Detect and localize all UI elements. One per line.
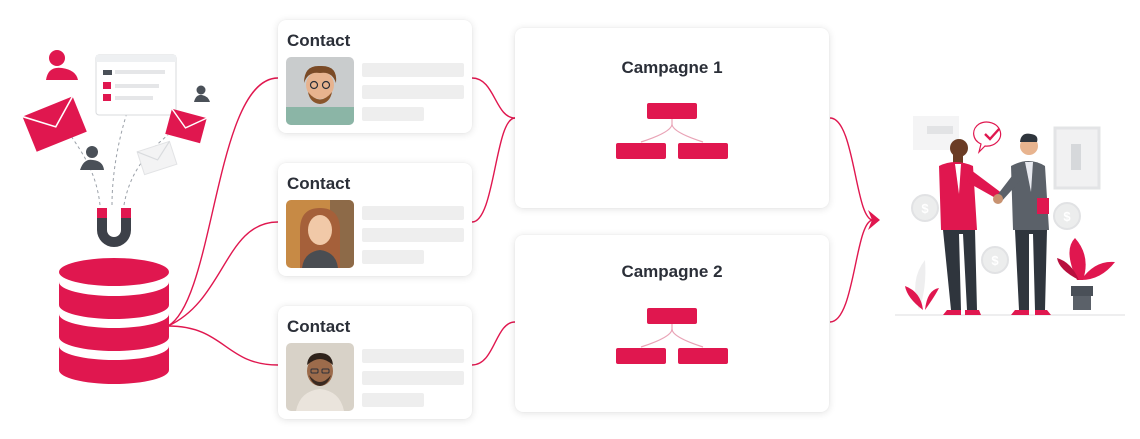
email-icon <box>136 140 178 176</box>
placeholder-bar <box>362 371 464 385</box>
contact-card-3: Contact <box>278 306 472 419</box>
workflow-tree-icon <box>616 308 728 364</box>
lead-capture-illustration <box>22 50 210 384</box>
wire-db-contact-2 <box>167 221 279 327</box>
placeholder-bar <box>362 107 424 121</box>
wire-campagne-1-success <box>829 117 874 221</box>
user-icon <box>80 146 104 170</box>
placeholder-bar <box>362 228 464 242</box>
placeholder-bar <box>362 85 464 99</box>
svg-text:$: $ <box>991 253 999 268</box>
checkmark-icon <box>973 121 1002 154</box>
workflow-tree-icon <box>616 103 728 159</box>
contact-photo <box>286 57 354 125</box>
user-icon <box>46 50 78 80</box>
wire-contact-1-campagne-1 <box>471 77 516 119</box>
campagne-card-1: Campagne 1 <box>515 28 829 208</box>
businessperson-left <box>939 139 1003 315</box>
wire-campagne-2-success <box>829 219 874 323</box>
email-icon <box>22 95 87 152</box>
campagne-card-2: Campagne 2 <box>515 235 829 412</box>
wire-contact-2-campagne-1 <box>471 117 516 223</box>
wire-db-contact-3 <box>167 325 279 366</box>
svg-text:$: $ <box>1063 209 1071 224</box>
businessperson-right <box>995 133 1051 315</box>
campagne-title: Campagne 2 <box>621 262 723 281</box>
arrow-icon <box>868 210 880 230</box>
placeholder-bar <box>362 349 464 363</box>
user-icon <box>194 85 210 102</box>
contact-title: Contact <box>287 174 351 193</box>
wire-contact-3-campagne-2 <box>471 321 516 366</box>
campagne-title: Campagne 1 <box>621 58 723 77</box>
database-icon <box>59 258 169 384</box>
browser-window-icon <box>95 54 177 116</box>
magnet-icon <box>97 208 131 247</box>
placeholder-bar <box>362 393 424 407</box>
placeholder-bar <box>362 63 464 77</box>
handshake-illustration: $ $ $ <box>895 116 1125 316</box>
placeholder-bar <box>362 206 464 220</box>
placeholder-bar <box>362 250 424 264</box>
contact-photo <box>286 200 354 268</box>
contact-title: Contact <box>287 31 351 50</box>
email-icon <box>165 108 208 144</box>
contact-photo <box>286 343 354 411</box>
wire-db-contact-1 <box>167 77 279 327</box>
contact-card-2: Contact <box>278 163 472 276</box>
contact-card-1: Contact <box>278 20 472 133</box>
plant-decoration <box>905 238 1115 310</box>
svg-text:$: $ <box>921 201 929 216</box>
contact-title: Contact <box>287 317 351 336</box>
dollar-coin-icon <box>911 194 1081 274</box>
